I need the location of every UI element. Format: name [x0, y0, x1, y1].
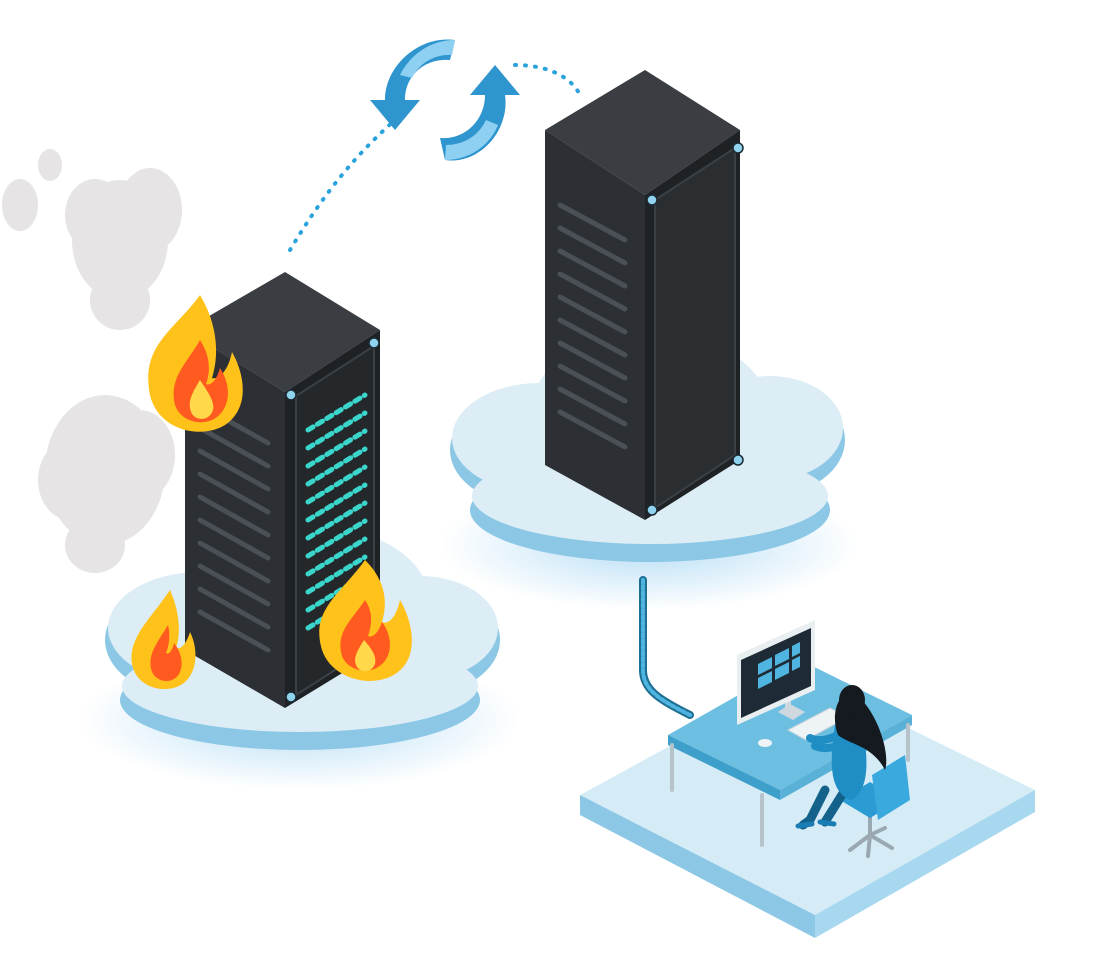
flame-icon: [319, 560, 412, 681]
smoke-cloud-icon: [2, 149, 182, 330]
worker-figure-icon: [795, 685, 887, 830]
window-tile-grid: [758, 642, 800, 689]
rack-vent-lines: [197, 402, 271, 653]
monitor-icon: [737, 620, 850, 747]
flame-icon: [148, 295, 243, 432]
replication-connection: [288, 63, 582, 252]
flame-icon: [131, 590, 196, 690]
smoke-cloud-icon: [38, 395, 175, 573]
network-cable: [639, 576, 694, 719]
rack-vent-lines: [557, 202, 628, 450]
sync-arrows-icon: [370, 39, 520, 161]
office-chair-icon: [840, 755, 910, 858]
server-rack-icon: [545, 70, 744, 520]
